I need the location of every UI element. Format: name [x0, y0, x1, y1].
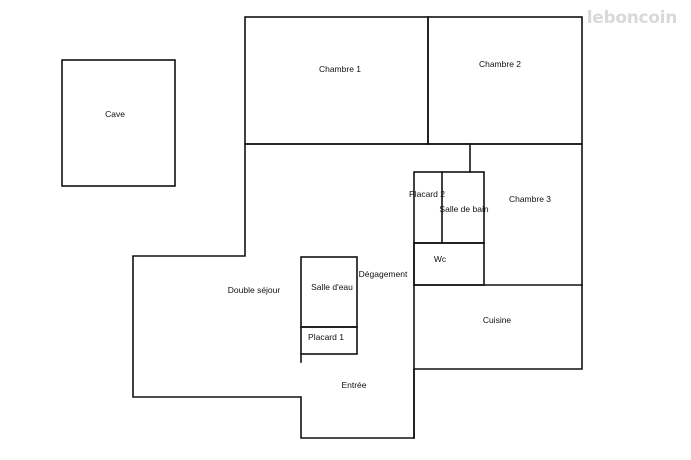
label-placard-1: Placard 1	[308, 332, 344, 342]
label-salle-d-eau: Salle d'eau	[311, 282, 353, 292]
chambre-2-wall	[427, 16, 583, 145]
wc-wall	[413, 242, 485, 286]
cave-wall	[61, 59, 176, 187]
label-chambre-3: Chambre 3	[509, 194, 551, 204]
label-cave: Cave	[105, 109, 125, 119]
leboncoin-watermark: leboncoin	[586, 8, 678, 28]
placard-1-wall	[300, 326, 358, 355]
label-placard-2: Placard 2	[409, 189, 445, 199]
label-salle-de-bain: Salle de bain	[439, 204, 488, 214]
label-degagement: Dégagement	[359, 269, 408, 279]
label-wc: Wc	[434, 254, 447, 264]
salle-d-eau-wall	[300, 256, 358, 328]
chambre-1-wall	[244, 16, 429, 145]
outer-wall	[132, 143, 583, 439]
label-entree: Entrée	[341, 380, 366, 390]
label-double-sejour: Double séjour	[228, 285, 281, 295]
label-chambre-1: Chambre 1	[319, 64, 361, 74]
label-chambre-2: Chambre 2	[479, 59, 521, 69]
label-cuisine: Cuisine	[483, 315, 512, 325]
